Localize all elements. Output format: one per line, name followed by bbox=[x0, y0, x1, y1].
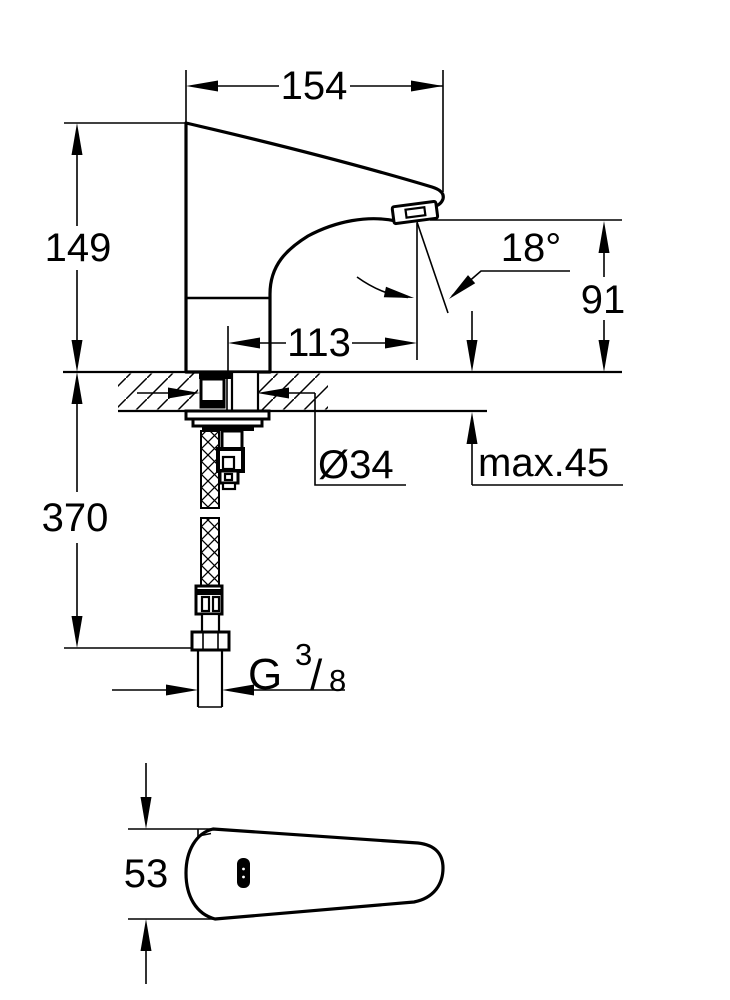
valve-notch bbox=[223, 472, 234, 482]
aerator-outlet bbox=[390, 199, 440, 226]
thread-g-label: G bbox=[248, 650, 282, 699]
dim-149: 149 bbox=[45, 122, 186, 372]
dim-149-label: 149 bbox=[45, 226, 112, 270]
dim-53-label: 53 bbox=[124, 852, 169, 896]
dim-o34-label: Ø34 bbox=[318, 443, 394, 487]
crimp-band bbox=[197, 589, 221, 595]
dim-g38: G 3 / 8 bbox=[112, 637, 346, 700]
check-valve-fitting bbox=[216, 429, 245, 491]
arrowhead-right bbox=[168, 387, 200, 399]
flange-plate-lower bbox=[191, 417, 264, 428]
dim-53: 53 bbox=[124, 763, 218, 984]
thread-slash-label: / bbox=[310, 651, 323, 700]
shank-thread-band bbox=[201, 400, 224, 407]
dim-o34: Ø34 bbox=[137, 387, 406, 487]
supply-hose bbox=[190, 429, 245, 708]
valve-upper-block bbox=[220, 429, 244, 451]
top-view: 53 bbox=[124, 763, 445, 984]
dim-91: 91 bbox=[581, 221, 626, 372]
arrowhead-up bbox=[466, 412, 478, 444]
thread-denominator-label: 8 bbox=[329, 663, 346, 698]
arrowhead-right bbox=[385, 337, 417, 349]
collar-slot-right bbox=[211, 595, 221, 613]
mounting-shank bbox=[199, 370, 260, 413]
dim-18deg-label: 18° bbox=[501, 226, 562, 270]
sensor-notch bbox=[197, 829, 212, 837]
dim-370-label: 370 bbox=[42, 496, 109, 540]
flow-arc-arrowhead bbox=[383, 286, 414, 298]
dim-154-label: 154 bbox=[281, 64, 348, 108]
fixing-flange bbox=[184, 409, 271, 431]
dim-max45-label: max.45 bbox=[478, 441, 609, 485]
hex-nut bbox=[190, 630, 231, 652]
arrowhead-down bbox=[71, 340, 83, 372]
side-view: 154 149 370 18° bbox=[42, 64, 626, 708]
arrowhead-up bbox=[140, 919, 152, 951]
arrowhead-right bbox=[411, 80, 443, 92]
dim-370: 370 bbox=[42, 372, 192, 649]
supply-shank-tube bbox=[230, 370, 260, 413]
dim-91-label: 91 bbox=[581, 278, 626, 322]
aerator-slot bbox=[404, 205, 427, 219]
arrowhead-left bbox=[228, 337, 260, 349]
arrowhead-left bbox=[257, 387, 289, 399]
arrowhead-down bbox=[71, 616, 83, 648]
arrowhead-right bbox=[166, 684, 198, 696]
arrowhead-up bbox=[71, 123, 83, 155]
dim-154: 154 bbox=[185, 64, 444, 192]
valve-window bbox=[221, 455, 236, 471]
arrowhead-down bbox=[466, 340, 478, 372]
valve-tab bbox=[221, 481, 237, 491]
flange-hub bbox=[202, 426, 254, 431]
leader-line bbox=[314, 393, 406, 486]
arrowhead-down bbox=[140, 797, 152, 829]
thread-numerator-label: 3 bbox=[295, 637, 312, 672]
dim-113-label: 113 bbox=[287, 321, 351, 365]
countertop-section bbox=[63, 370, 622, 413]
arrowhead-down bbox=[598, 340, 610, 372]
shank-top-collar bbox=[199, 372, 249, 379]
grohe-logo-mark bbox=[237, 858, 250, 888]
hose-coupling bbox=[190, 584, 231, 708]
coupling-neck bbox=[200, 612, 221, 634]
hose-lower-segment bbox=[200, 517, 220, 589]
arrowhead-left bbox=[186, 80, 218, 92]
spout-axis-line bbox=[416, 221, 449, 314]
leader-arrowhead bbox=[449, 275, 476, 299]
top-view-outline bbox=[184, 827, 445, 921]
arrowhead-up bbox=[71, 372, 83, 404]
thread-end-tube bbox=[196, 650, 224, 707]
collar-slot-left bbox=[200, 595, 211, 613]
dim-113: 113 bbox=[227, 321, 417, 371]
dim-18deg: 18° bbox=[356, 219, 622, 360]
faucet-body-outline bbox=[184, 121, 445, 374]
dim-max45: max.45 bbox=[466, 311, 623, 486]
arrowhead-up bbox=[598, 221, 610, 253]
arrowhead-left bbox=[222, 684, 254, 696]
